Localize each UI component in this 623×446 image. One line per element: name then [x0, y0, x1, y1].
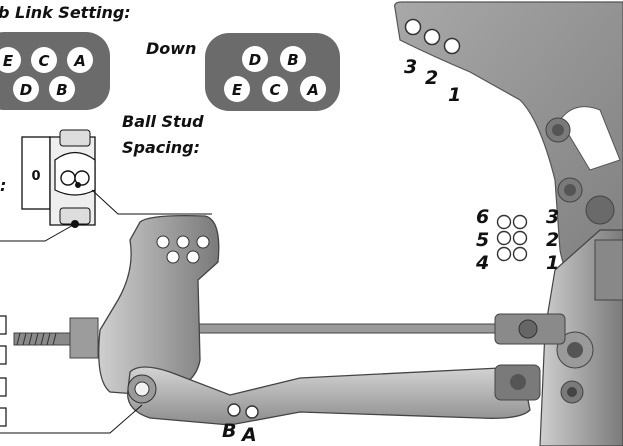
tower-number: 5: [476, 229, 490, 251]
tower-hole-3: [404, 18, 422, 36]
shock-tower: [394, 1, 623, 301]
hole-label: B: [287, 51, 298, 69]
tower-number: 2: [425, 67, 439, 89]
arm-hole-b: [227, 403, 241, 417]
tower-number: 4: [476, 252, 490, 274]
hole-label: C: [38, 52, 49, 70]
tower-number: 3: [546, 206, 560, 228]
arm-letter: A: [242, 424, 257, 446]
up-setting-panel: E C A D B: [0, 32, 110, 110]
tower-number: 6: [476, 206, 490, 228]
link-setting-title: b Link Setting:: [0, 3, 131, 22]
setting-boxes: [0, 315, 7, 427]
tower-number: 1: [546, 252, 560, 274]
down-setting-panel: D B E C A: [205, 33, 340, 111]
ball-stud-title-line2: Spacing:: [122, 138, 200, 157]
hole-label: A: [306, 81, 319, 99]
arm-hole-a: [245, 405, 259, 419]
hole-label: D: [249, 51, 261, 69]
colon-label: :: [0, 176, 7, 195]
tower-number: 2: [546, 229, 560, 251]
arm-letter: B: [222, 420, 237, 442]
tower-hole-grid: [496, 214, 528, 262]
tower-number: 3: [404, 56, 418, 78]
hole-label: A: [73, 52, 86, 70]
tower-number: 1: [448, 84, 462, 106]
leader-lines: [0, 223, 143, 434]
hole-label: B: [56, 81, 67, 99]
bulkhead: [539, 229, 623, 446]
hole-label: D: [20, 81, 32, 99]
hole-label: C: [269, 81, 280, 99]
ball-stud-detail: 0: [21, 129, 212, 228]
ball-stud-title-line1: Ball Stud: [122, 112, 204, 131]
down-label: Down: [146, 39, 197, 58]
axle: [13, 317, 99, 359]
hub-carrier: [98, 214, 220, 396]
svg-text:0: 0: [31, 169, 40, 184]
hole-label: E: [232, 81, 243, 99]
lower-arm: [127, 364, 541, 426]
hole-label: E: [3, 52, 14, 70]
tower-hole-2: [423, 28, 441, 46]
camber-link: [179, 313, 566, 345]
tower-hole-1: [443, 37, 461, 55]
